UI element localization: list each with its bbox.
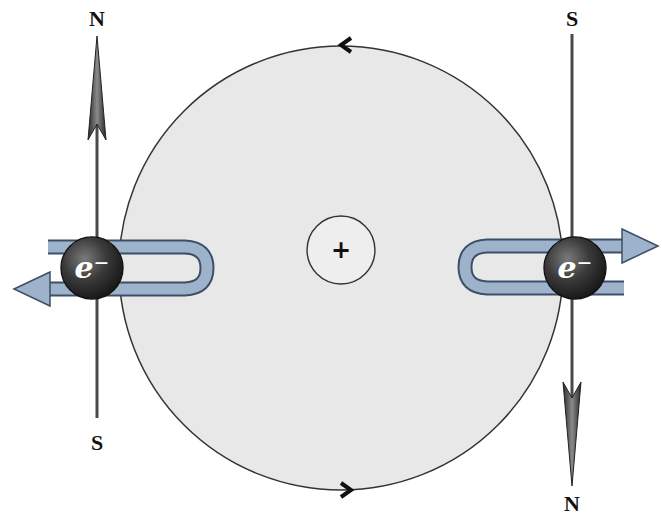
electron-symbol: e⁻ [75,253,110,283]
axis-arrowhead [88,36,106,140]
pole-label: S [566,8,578,30]
charge-sign: + [331,238,351,262]
pole-label: S [91,432,103,454]
magnetic-axis [571,34,574,402]
electron-sphere: e⁻ [60,236,124,300]
orbit-direction-chevron [341,38,351,52]
orbit-circle [119,46,563,490]
spin-arrow [465,229,658,288]
electron-sphere: e⁻ [543,236,607,300]
pole-label: N [564,493,580,515]
axis-arrowhead [563,382,581,486]
nucleus-circle: + [306,215,376,285]
orbit-direction-chevron [341,483,351,497]
pole-label: N [89,8,105,30]
electron-symbol: e⁻ [558,253,593,283]
